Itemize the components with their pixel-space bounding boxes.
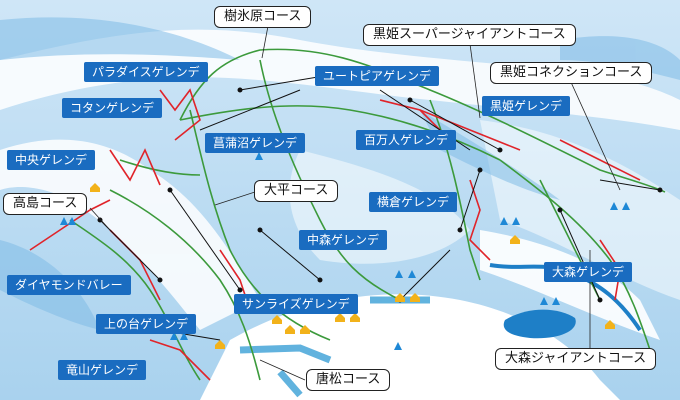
base-area-east: [480, 230, 660, 340]
label-diamond-valley: ダイヤモンドバレー: [7, 275, 131, 295]
label-kurohime-connection-course: 黒姫コネクションコース: [490, 62, 653, 84]
label-taihei-course: 大平コース: [254, 180, 339, 202]
leader-lines: [89, 25, 621, 381]
label-kurohime-super-giant-course: 黒姫スーパージャイアントコース: [363, 24, 576, 46]
label-uenodai-gelande: 上の台ゲレンデ: [96, 314, 197, 334]
label-omori-gelande: 大森ゲレンデ: [544, 262, 633, 282]
label-takashima-course: 高島コース: [3, 193, 88, 215]
label-jyuhyogen-course: 樹氷原コース: [214, 6, 312, 28]
label-tatsuyama-gelande: 竜山ゲレンデ: [58, 360, 147, 380]
tree-icons: [60, 152, 630, 350]
label-hyakumannin-gelande: 百万人ゲレンデ: [356, 130, 457, 150]
label-chuo-gelande: 中央ゲレンデ: [7, 150, 96, 170]
label-ayamedaira-gelande: 菖蒲沼ゲレンデ: [205, 133, 306, 153]
lodge-icons: [90, 183, 615, 349]
label-kurohime-gelande: 黒姫ゲレンデ: [482, 96, 571, 116]
label-paradise-gelande: パラダイスゲレンデ: [84, 62, 208, 82]
label-nakamori-gelande: 中森ゲレンデ: [299, 230, 388, 250]
label-kotan-gelande: コタンゲレンデ: [62, 98, 163, 118]
lake: [503, 309, 576, 339]
label-karamatsu-course: 唐松コース: [306, 369, 391, 391]
courses: [69, 48, 666, 381]
label-yokokura-gelande: 横倉ゲレンデ: [369, 192, 458, 212]
label-omori-giant-course: 大森ジャイアントコース: [495, 348, 657, 370]
label-sunrise-gelande: サンライズゲレンデ: [234, 294, 358, 314]
label-utopia-gelande: ユートピアゲレンデ: [315, 66, 440, 86]
